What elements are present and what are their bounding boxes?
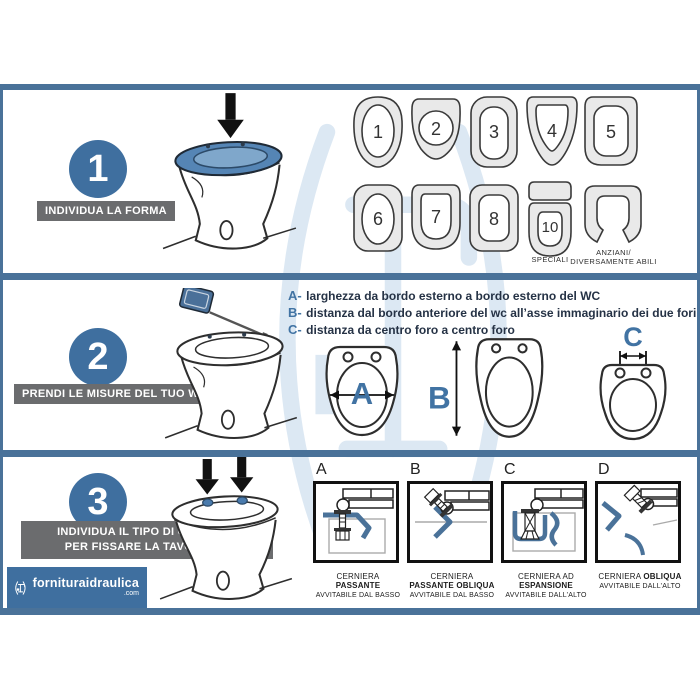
- seat-shape-5: 5: [584, 96, 638, 166]
- svg-text:10: 10: [542, 219, 559, 236]
- hinge-caption-c: CERNIERA AD ESPANSIONE AVVITABILE DALL’A…: [505, 572, 587, 599]
- step3-number: 3: [87, 480, 109, 523]
- hinge-diagram-a: [313, 481, 399, 563]
- hinge-caption-a: CERNIERA PASSANTE AVVITABILE DAL BASSO: [315, 572, 401, 599]
- legend-key-a: A-: [288, 288, 302, 303]
- svg-text:4: 4: [547, 121, 557, 141]
- down-arrow-icon-right: [230, 457, 254, 493]
- legend-row-b: B- distanza dal bordo anteriore del wc a…: [288, 304, 696, 320]
- hinge-diagram-d: [595, 481, 681, 563]
- hinge-option-d: D CERNIERA OBLIQUA AVVITABILE DALL’ALTO: [595, 461, 685, 591]
- seat-shape-8: 8: [469, 184, 519, 252]
- measure-diagram-c: C: [599, 326, 667, 441]
- toilet-illustration-blue-seat: [162, 93, 297, 250]
- brand-logo-banner: fornituraidraulica .com: [7, 567, 147, 608]
- step2-number-badge: 2: [69, 328, 127, 386]
- hinge-option-b: B CERNIERA PASSANTE OBLIQUA AVVITABILE D…: [407, 461, 497, 600]
- svg-text:3: 3: [489, 122, 499, 142]
- svg-text:C: C: [623, 326, 643, 352]
- measure-diagram-a: A: [325, 345, 399, 437]
- seat-shape-4: 4: [526, 96, 578, 166]
- svg-text:5: 5: [606, 122, 616, 142]
- seat-shape-10-special: 10: [528, 181, 572, 257]
- brand-name: fornituraidraulica: [32, 575, 139, 590]
- hinge-caption-b: CERNIERA PASSANTE OBLIQUA AVVITABILE DAL…: [409, 572, 495, 599]
- seat-shape-2: 2: [411, 98, 461, 160]
- frame-bottom-bar: [0, 608, 700, 615]
- open-front-caption: ANZIANI/ DIVERSAMENTE ABILI: [570, 248, 657, 266]
- svg-text:1: 1: [373, 122, 383, 142]
- hinge-diagram-b: [407, 481, 493, 563]
- svg-text:A: A: [351, 376, 373, 411]
- tape-measure-icon: [179, 288, 215, 314]
- brand-tld: .com: [123, 589, 139, 597]
- down-arrow-icon-left: [195, 459, 219, 495]
- svg-text:B: B: [428, 379, 451, 415]
- step1-label: INDIVIDUA LA FORMA: [37, 201, 175, 221]
- step2-number: 2: [87, 335, 109, 378]
- toilet-illustration-hinge-points: [159, 457, 293, 600]
- seat-shape-1: 1: [353, 96, 403, 168]
- measure-diagram-b: B: [428, 338, 544, 438]
- legend-text-b: distanza dal bordo anteriore del wc all’…: [306, 306, 697, 320]
- seat-shape-3: 3: [470, 96, 518, 168]
- panel-step3-hinges: 3 INDIVIDUA IL TIPO DI CERNIERE PER FISS…: [3, 457, 697, 608]
- measure-legend: A- larghezza da bordo esterno a bordo es…: [288, 287, 696, 338]
- hinge-option-a: A CERNIERA PASSANTE AVVITABILE DAL BASSO: [313, 461, 403, 600]
- seat-shape-7: 7: [411, 184, 461, 250]
- legend-row-a: A- larghezza da bordo esterno a bordo es…: [288, 287, 696, 303]
- panel-divider-2: [0, 450, 700, 457]
- special-caption: SPECIALI: [531, 255, 569, 264]
- legend-text-a: larghezza da bordo esterno a bordo ester…: [306, 289, 601, 303]
- legend-text-c: distanza da centro foro a centro foro: [306, 323, 515, 337]
- legend-key-c: C-: [288, 322, 302, 337]
- hinge-letter-d: D: [598, 461, 610, 478]
- step2-label: PRENDI LE MISURE DEL TUO WC: [14, 384, 216, 404]
- brand-logo-text: fornituraidraulica .com: [32, 575, 139, 599]
- step1-number-badge: 1: [69, 140, 127, 198]
- panel-divider-1: [0, 273, 700, 280]
- svg-text:6: 6: [373, 209, 383, 229]
- toilet-illustration-tape-measure: [164, 288, 298, 439]
- seat-shape-6: 6: [353, 184, 403, 252]
- hinge-caption-d: CERNIERA OBLIQUA AVVITABILE DALL’ALTO: [598, 572, 682, 590]
- hinge-option-c: C CERNIERA AD ESPANSIONE AVVITABILE DALL…: [501, 461, 591, 600]
- legend-key-b: B-: [288, 305, 302, 320]
- seat-shape-open-front: [584, 185, 642, 244]
- brand-logo-icon: [15, 580, 26, 595]
- down-arrow-icon: [217, 93, 244, 139]
- hinge-diagram-c: [501, 481, 587, 563]
- frame-right-edge: [697, 84, 700, 615]
- frame-top-bar: [0, 84, 700, 90]
- svg-text:7: 7: [431, 207, 441, 227]
- legend-row-c: C- distanza da centro foro a centro foro: [288, 321, 696, 337]
- panel-step1-shape: 1 INDIVIDUA LA FORMA 1: [3, 90, 697, 273]
- hinge-letter-c: C: [504, 461, 516, 478]
- hinge-letter-b: B: [410, 461, 421, 478]
- hinge-letter-a: A: [316, 461, 327, 478]
- svg-text:8: 8: [489, 209, 499, 229]
- frame-left-edge: [0, 84, 3, 615]
- svg-text:2: 2: [431, 119, 441, 139]
- panel-step2-measures: 2 PRENDI LE MISURE DEL TUO WC A- larghez…: [3, 280, 697, 450]
- step1-number: 1: [87, 147, 109, 190]
